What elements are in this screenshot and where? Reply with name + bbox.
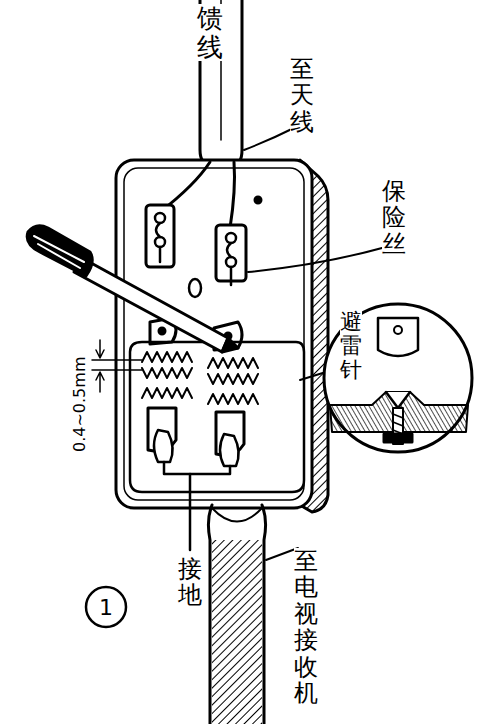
spark-gap [142,352,192,362]
ground-wire [189,474,192,550]
callout-number: 1 [99,595,113,620]
callout-circle [86,587,126,627]
tv-cable [208,505,265,724]
spark-gap [208,358,258,368]
antenna-wire [230,162,235,228]
part-label: 至天线 [290,56,314,135]
screwdriver-handle [27,226,92,276]
dimension-label: 0.4~0.5mm [72,357,88,452]
part-label: 保险丝 [382,178,406,257]
spark-gap-panel [130,342,304,492]
part-label: 接地 [178,556,202,609]
inset-detail [324,304,472,452]
part-label: 避雷针 [340,310,362,383]
cable-label: 馈线 [197,4,223,61]
screwdriver [74,258,228,352]
fuse-holder [146,205,174,267]
part-label: 至电视接收机 [294,548,318,706]
arrester-pin [378,318,418,356]
